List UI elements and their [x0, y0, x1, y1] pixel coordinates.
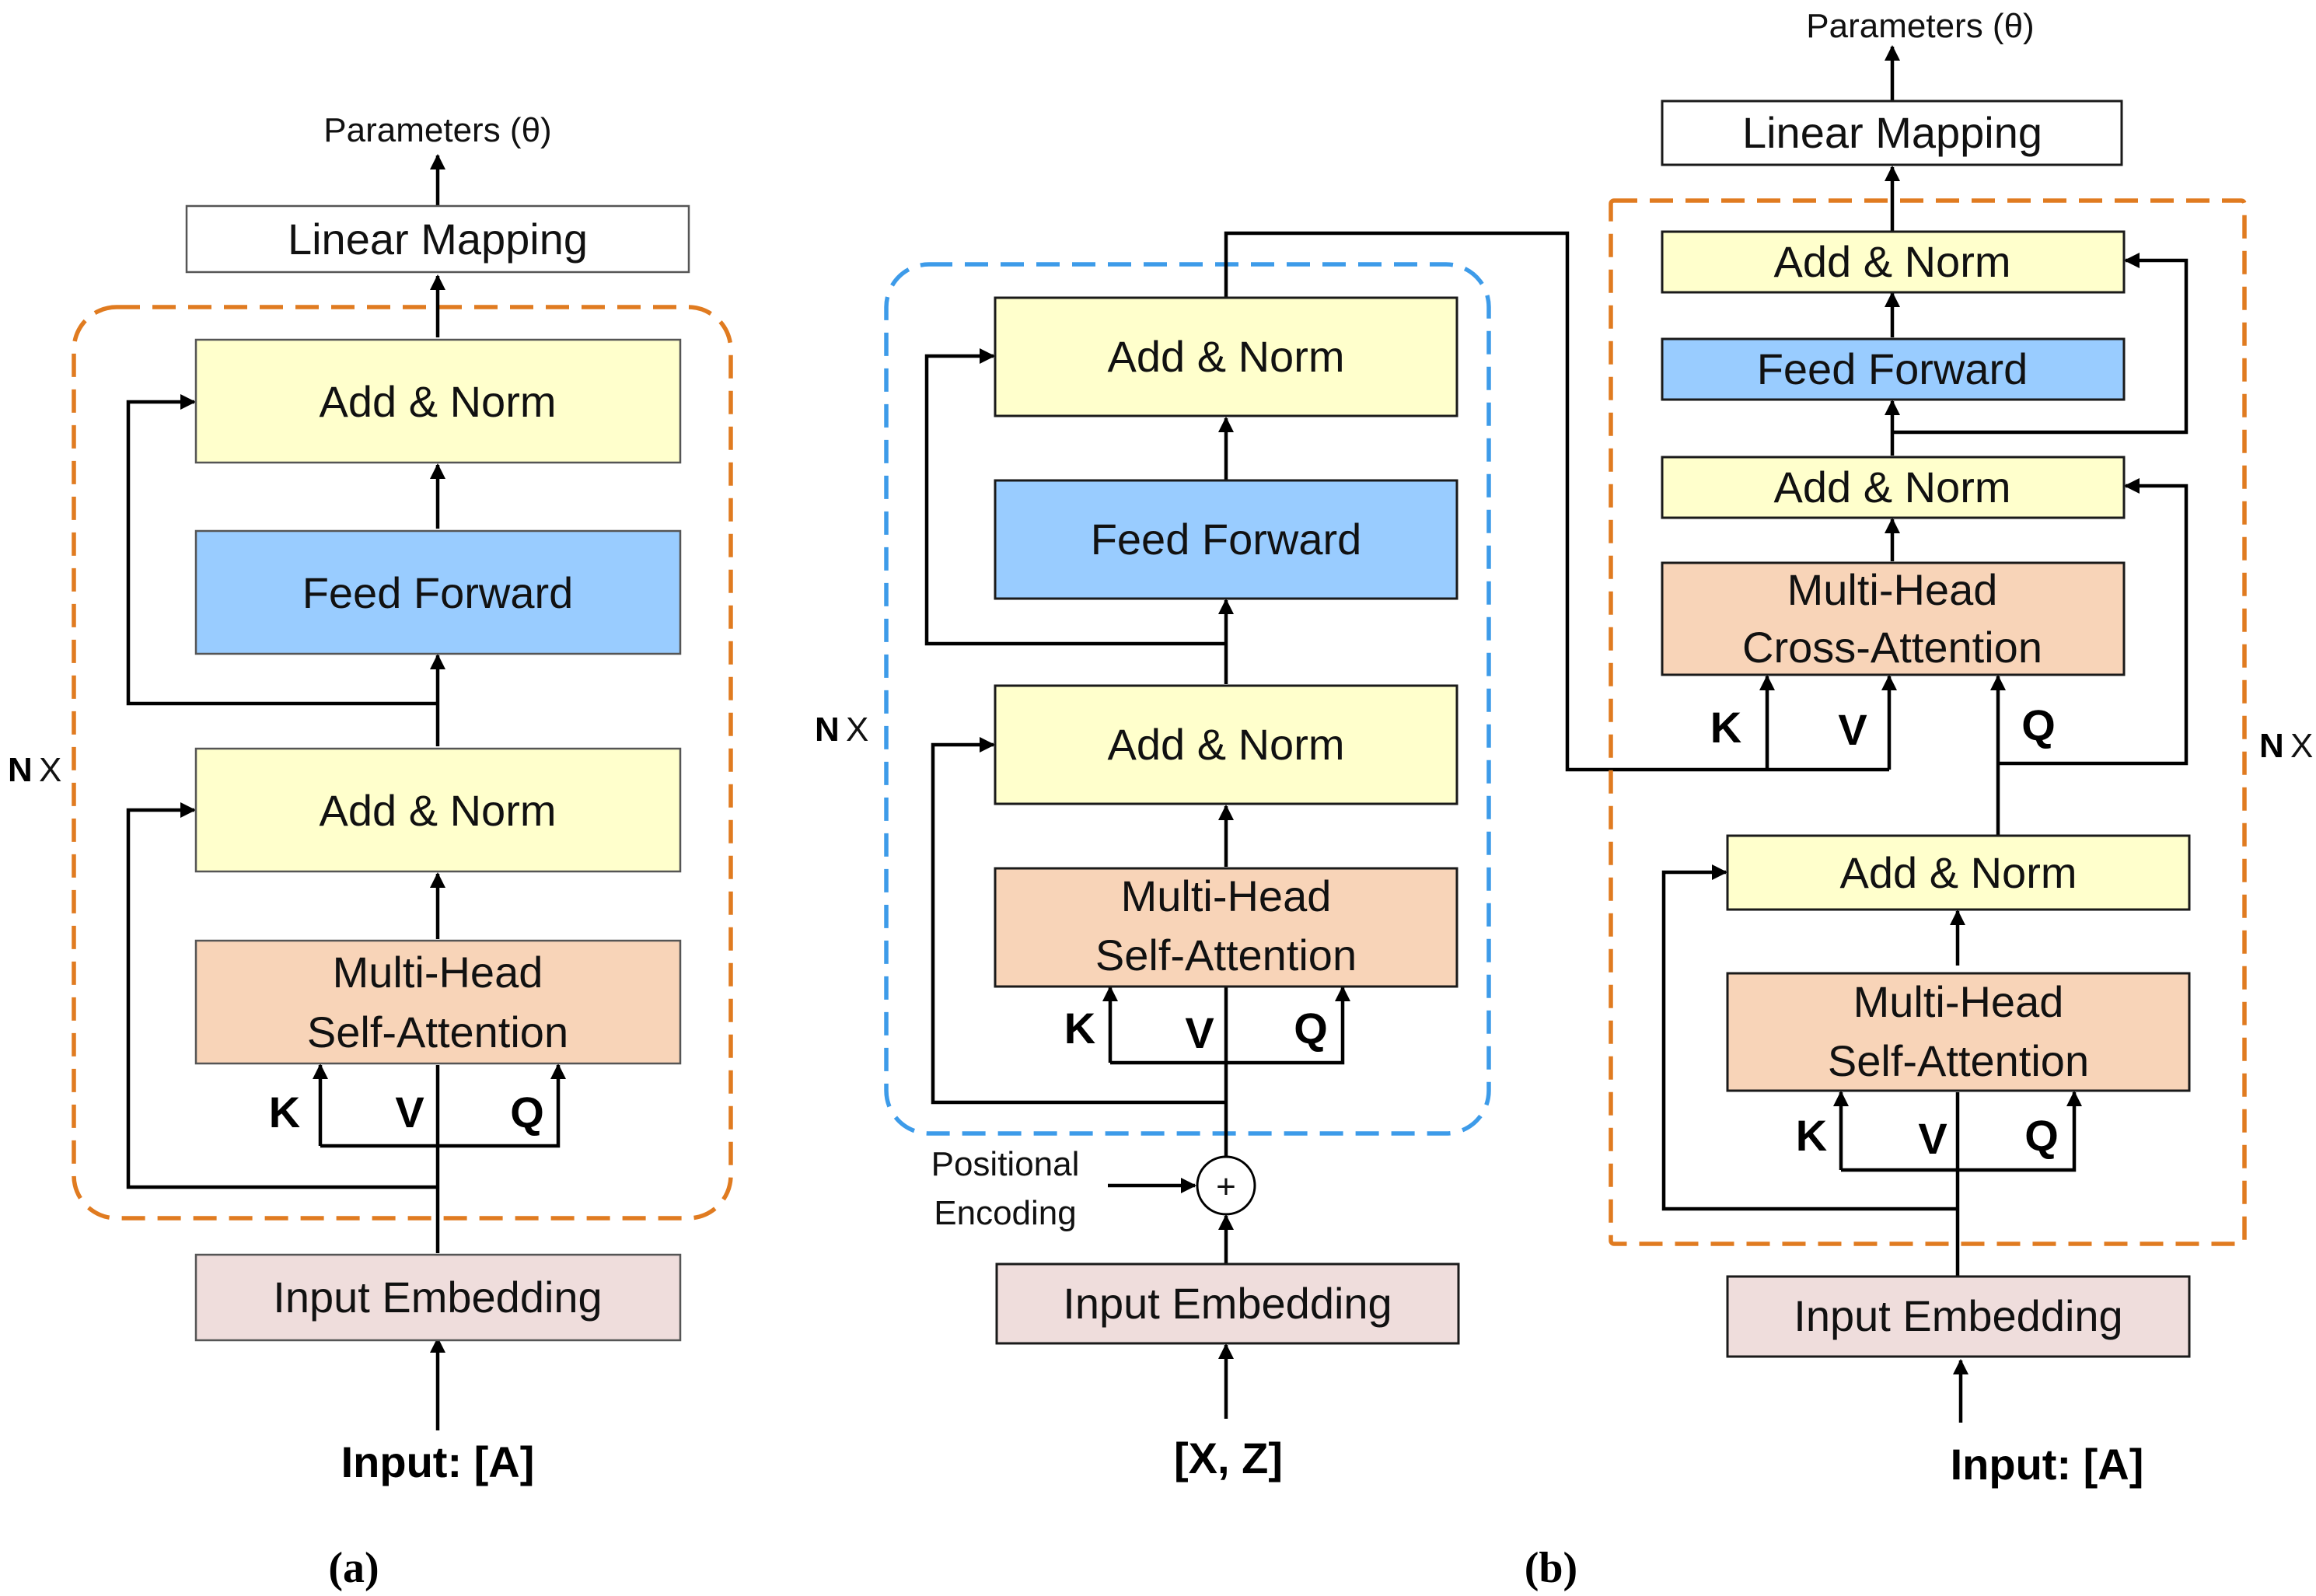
panel-b-right-add-norm-2-label: Add & Norm	[1774, 463, 2011, 512]
panel-b-left-positional-label-1: Positional	[931, 1145, 1080, 1183]
panel-b-right-cross-attention-label-1: Multi-Head	[1787, 565, 1998, 614]
panel-b-right-cross-v-label: V	[1838, 705, 1867, 754]
panel-a-attention-label-2: Self-Attention	[307, 1008, 568, 1056]
panel-a-repeat-frame	[72, 305, 733, 1221]
panel-b-left-add-norm-top-label: Add & Norm	[1108, 332, 1345, 381]
panel-b-left-add-norm-bottom-label: Add & Norm	[1108, 720, 1345, 769]
panel-b-right-linear-label: Linear Mapping	[1742, 108, 2042, 157]
panel-a-q-label: Q	[510, 1088, 544, 1137]
panel-b-right-embedding-box	[1726, 1275, 2191, 1358]
panel-a-output-label: Parameters (θ)	[323, 111, 551, 149]
panel-b-right-add-norm-3-label: Add & Norm	[1840, 848, 2077, 897]
panel-b-left-repeat-frame	[884, 262, 1491, 1136]
panel-b-right-feed-forward-box	[1661, 337, 2126, 401]
panel-b-right-embedding-label: Input Embedding	[1794, 1291, 2122, 1340]
panel-b-right-add-norm-1-box	[1661, 230, 2126, 294]
panel-b-left-embedding-box	[995, 1262, 1460, 1345]
panel-a-connections	[126, 153, 567, 1430]
panel-b-left-add-circle	[1196, 1155, 1256, 1216]
panel-b-right-self-attention-label-1: Multi-Head	[1853, 977, 2064, 1026]
panel-a-add-norm-bottom-box	[194, 747, 682, 873]
panel-b-left-v-label: V	[1185, 1008, 1214, 1057]
panel-a-input-label: Input: [A]	[341, 1437, 535, 1486]
panel-a-embedding-label: Input Embedding	[273, 1273, 602, 1322]
panel-a-attention-box	[194, 939, 682, 1065]
panel-b-right-feed-forward-label: Feed Forward	[1757, 344, 2028, 393]
panel-b-left-input-label: [X, Z]	[1174, 1434, 1283, 1482]
panel-b-right-self-attention-label-2: Self-Attention	[1828, 1036, 2089, 1085]
panel-a-feed-forward-box	[194, 529, 682, 655]
panel-b-caption: (b)	[1525, 1544, 1577, 1592]
panel-b-left-q-label: Q	[1294, 1004, 1328, 1053]
panel-a-k-label: K	[269, 1088, 300, 1137]
panel-b-left-repeat-x: X	[846, 711, 868, 749]
panel-b-right: Parameters (θ) Linear Mapping Add & Norm…	[1525, 7, 2314, 1592]
panel-b-right-input-label: Input: [A]	[1951, 1440, 2144, 1489]
panel-b-right-repeat-x: X	[2290, 727, 2313, 765]
panel-b-left-add-norm-bottom-box	[994, 684, 1458, 805]
panel-b-right-repeat-frame	[1609, 198, 2247, 1246]
panel-b-left-embedding-label: Input Embedding	[1063, 1279, 1392, 1328]
panel-b-left-feed-forward-label: Feed Forward	[1091, 515, 1362, 564]
panel-a-linear-box	[185, 204, 690, 274]
panel-a-add-norm-top-label: Add & Norm	[320, 377, 557, 426]
panel-b-right-linear-box	[1661, 100, 2123, 166]
panel-b-right-self-attention-box	[1726, 972, 2191, 1092]
panel-b-left-attention-label-2: Self-Attention	[1095, 931, 1357, 980]
panel-b-right-repeat-label: N	[2259, 727, 2284, 765]
panel-b-right-cross-attention-box	[1661, 561, 2126, 676]
panel-a-repeat-x: X	[39, 751, 61, 789]
panel-b-left: Add & Norm Feed Forward Add & Norm Multi…	[815, 231, 1889, 1482]
panel-a-add-norm-bottom-label: Add & Norm	[320, 786, 557, 835]
panel-b-left-repeat-label: N	[815, 711, 840, 749]
panel-b-left-positional-label-2: Encoding	[934, 1194, 1076, 1232]
panel-b-right-cross-q-label: Q	[2021, 700, 2056, 749]
panel-b-right-v-label: V	[1918, 1114, 1947, 1163]
panel-a-linear-label: Linear Mapping	[288, 215, 588, 264]
panel-b-right-add-norm-1-label: Add & Norm	[1774, 237, 2011, 286]
panel-b-right-connections	[1661, 44, 2188, 1423]
panel-b-left-plus-sign: +	[1216, 1168, 1236, 1206]
panel-b-left-k-label: K	[1064, 1004, 1095, 1053]
panel-a-add-norm-top-box	[194, 338, 682, 464]
panel-b-right-output-label: Parameters (θ)	[1806, 7, 2034, 45]
panel-a-v-label: V	[395, 1088, 424, 1137]
panel-b-left-connections	[924, 231, 1889, 1419]
panel-a-caption: (a)	[328, 1544, 379, 1592]
panel-a-attention-label-1: Multi-Head	[333, 948, 543, 997]
panel-b-right-add-norm-2-box	[1661, 456, 2126, 519]
panel-b-right-cross-attention-label-2: Cross-Attention	[1742, 623, 2042, 672]
panel-b-right-add-norm-3-box	[1726, 834, 2191, 911]
panel-b-left-feed-forward-box	[994, 479, 1458, 600]
panel-a: Parameters (θ) Linear Mapping Add & Norm…	[8, 111, 733, 1592]
panel-b-right-k-label: K	[1796, 1111, 1827, 1160]
panel-a-embedding-box	[194, 1253, 682, 1342]
panel-b-left-attention-label-1: Multi-Head	[1121, 871, 1332, 920]
panel-a-repeat-label: N	[8, 751, 33, 789]
panel-a-feed-forward-label: Feed Forward	[302, 568, 574, 617]
panel-b-right-q-label: Q	[2024, 1111, 2059, 1160]
panel-b-right-cross-k-label: K	[1710, 703, 1741, 752]
panel-b-left-attention-box	[994, 867, 1458, 988]
panel-b-left-add-norm-top-box	[994, 296, 1458, 417]
